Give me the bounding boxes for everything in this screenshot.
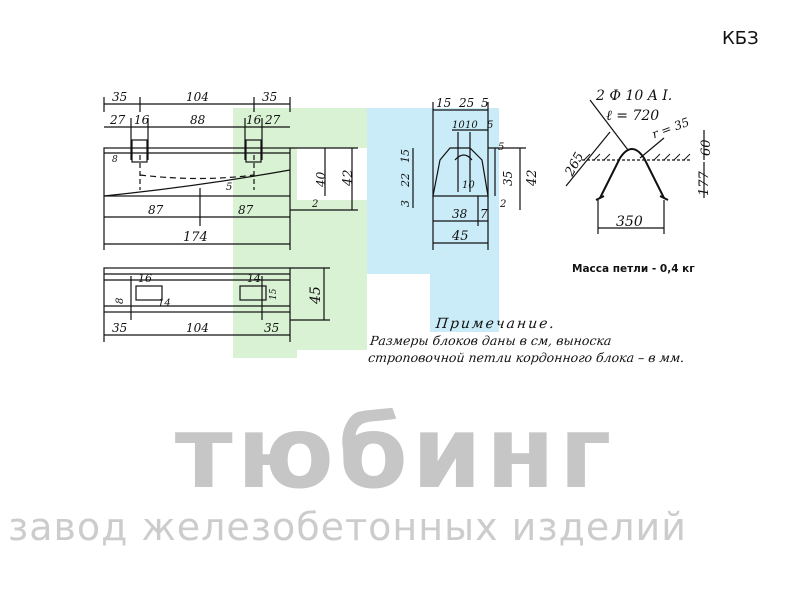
side-label-2: 2 [499, 199, 506, 210]
watermark-green-bar-left [233, 108, 297, 358]
side-dim-45: 45 [451, 229, 469, 244]
plan-dim-14: 14 [247, 272, 261, 285]
top-dim-42: 42 [341, 169, 356, 187]
plan-dim-16: 16 [138, 272, 152, 285]
side-label-10: 10 [462, 180, 475, 191]
product-code: КБЗ [722, 28, 759, 49]
top-view: 35 104 35 27 16 88 16 27 8 5 [103, 90, 358, 250]
brand-name: тюбинг [174, 394, 616, 511]
top-dim-88: 88 [190, 113, 206, 127]
side-dim-5-b: 5 [487, 120, 493, 131]
side-dim-10-a: 10 [452, 120, 465, 131]
side-dim-5: 5 [481, 96, 489, 110]
side-dim-38: 38 [452, 207, 468, 221]
top-dim-16-right: 16 [246, 113, 262, 127]
loop-rebar: 2 Ф 10 A I. [595, 88, 672, 104]
top-dim-35-right: 35 [262, 90, 277, 104]
side-dim-42: 42 [525, 169, 540, 187]
side-dim-15-left: 15 [399, 149, 412, 163]
top-dim-87-left: 87 [148, 203, 164, 217]
top-label-2: 2 [311, 199, 318, 210]
plan-dim-104: 104 [186, 321, 209, 335]
note-line-1: Размеры блоков даны в см, выноска [369, 333, 613, 348]
loop-detail: 2 Ф 10 A I. ℓ = 720 r = 35 265 177 60 35… [562, 88, 714, 234]
plan-dim-35-left: 35 [112, 321, 127, 335]
top-dim-35-left: 35 [112, 90, 127, 104]
note-line-2: строповочной петли кордонного блока – в … [367, 350, 686, 365]
watermark-green-bar-top [233, 108, 367, 148]
loop-dim-177: 177 [697, 170, 712, 196]
top-dim-104: 104 [186, 90, 209, 104]
top-dim-174: 174 [183, 230, 208, 245]
plan-dim-8: 8 [115, 298, 126, 304]
side-dim-3: 3 [399, 200, 412, 207]
top-dim-27-right: 27 [264, 113, 281, 127]
side-dim-10-b: 10 [465, 120, 478, 131]
side-dim-22: 22 [399, 173, 412, 188]
plan-dim-15: 15 [269, 288, 279, 300]
plan-view: 16 8 14 14 15 45 35 104 35 [103, 267, 330, 342]
side-dim-7: 7 [480, 207, 488, 221]
loop-dim-350: 350 [616, 214, 643, 230]
note-block: Примечание. Размеры блоков даны в см, вы… [367, 316, 752, 366]
top-dim-16-left: 16 [134, 113, 150, 127]
top-label-8: 8 [112, 155, 118, 165]
loop-mass-label: Масса петли - 0,4 кг [572, 263, 695, 275]
plan-dim-35-right: 35 [264, 321, 279, 335]
plan-label-14: 14 [158, 298, 171, 309]
side-dim-5-right: 5 [498, 142, 504, 153]
plan-dim-45: 45 [308, 286, 324, 305]
side-dim-35: 35 [501, 171, 515, 186]
side-dim-15: 15 [436, 96, 451, 110]
loop-length: ℓ = 720 [606, 108, 659, 124]
loop-dim-60: 60 [699, 139, 714, 156]
top-dim-87-right: 87 [238, 203, 254, 217]
note-title: Примечание. [434, 316, 557, 332]
brand-tagline: завод железобетонных изделий [8, 505, 687, 549]
watermark-green-bar-mid [297, 200, 367, 350]
side-dim-25: 25 [458, 96, 474, 110]
side-view: 15 25 5 10 10 5 10 3 22 15 5 35 42 2 [399, 96, 540, 250]
top-label-5: 5 [226, 182, 232, 193]
top-dim-27-left: 27 [109, 113, 126, 127]
top-dim-40: 40 [314, 171, 328, 188]
